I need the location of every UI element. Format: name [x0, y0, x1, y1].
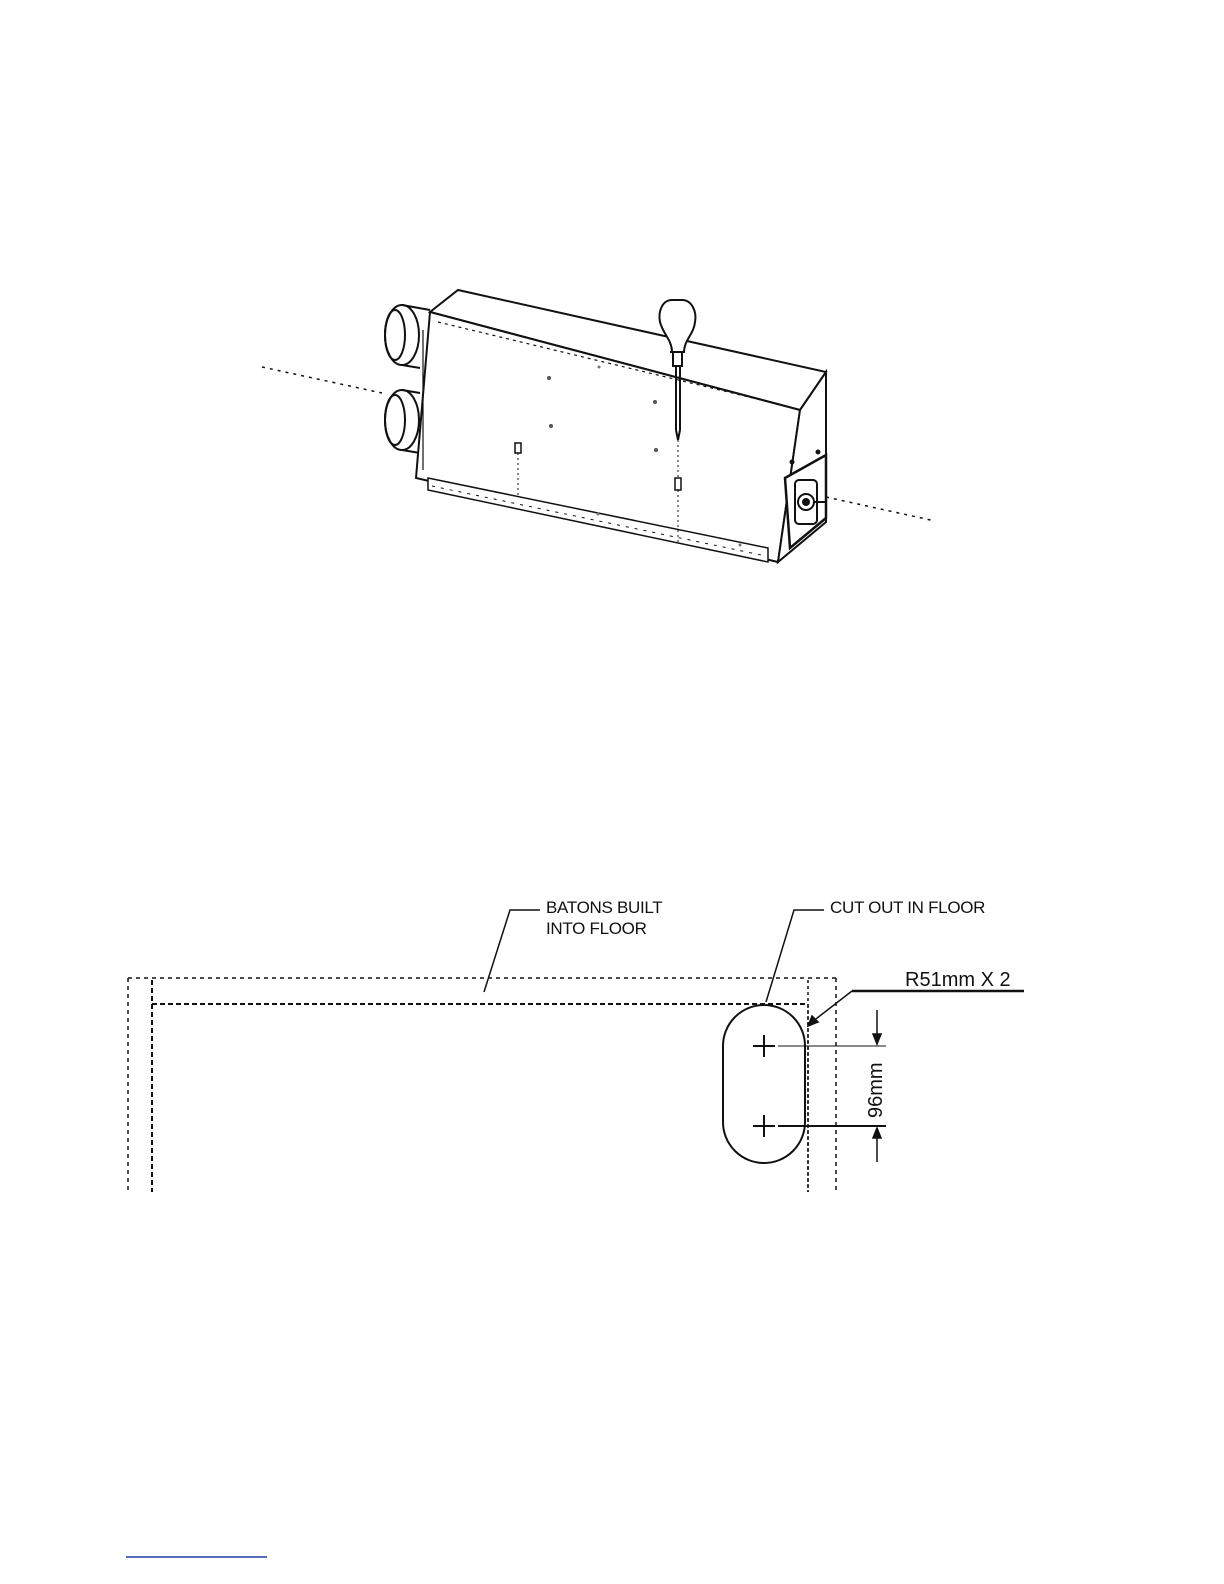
spigot-lower: [385, 390, 420, 453]
inner-baton-outline: [152, 980, 808, 1192]
batons-label-line1: BATONS BUILT: [546, 898, 662, 917]
unit-mounting-illustration: [262, 290, 935, 562]
spacing-dimension-label: 96mm: [865, 1062, 887, 1118]
batons-label-line2: INTO FLOOR: [546, 919, 647, 938]
dimension-arrow-upper: [873, 1010, 881, 1044]
cutout-label: CUT OUT IN FLOOR: [830, 898, 985, 917]
batons-leader: [484, 910, 540, 992]
mounting-line-right: [826, 497, 935, 521]
radius-label: R51mm X 2: [905, 969, 1011, 991]
mounting-line-left: [262, 367, 382, 393]
floor-cutout-slot: [723, 1005, 805, 1163]
radius-leader: [808, 991, 1024, 1026]
cutout-leader: [766, 910, 824, 1002]
dimension-arrow-lower: [873, 1128, 881, 1162]
unit-housing: [416, 290, 826, 562]
floor-cutout-plan: [128, 910, 1024, 1192]
